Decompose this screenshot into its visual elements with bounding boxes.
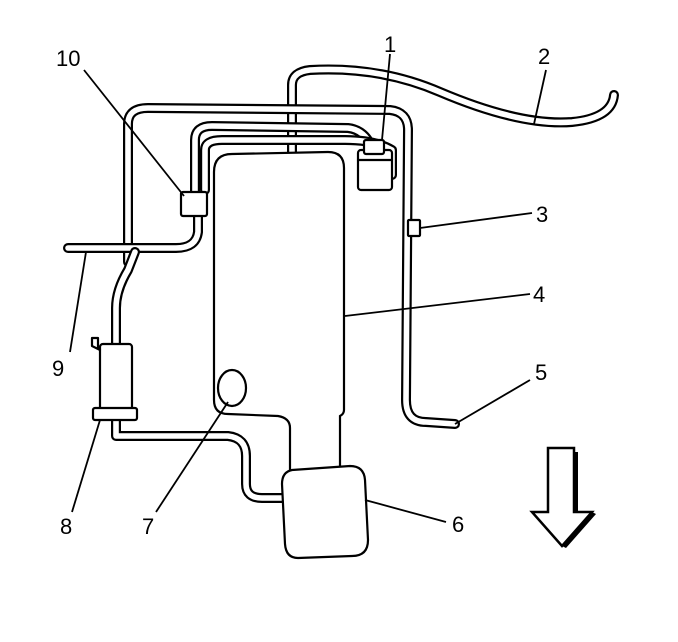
component-6 xyxy=(280,464,370,560)
leader-3 xyxy=(419,212,533,229)
leader-4 xyxy=(344,293,531,317)
component-8 xyxy=(90,336,139,422)
callout-3: 3 xyxy=(536,202,548,227)
leader-1 xyxy=(381,53,391,141)
vent-hose xyxy=(287,64,619,157)
callout-6: 6 xyxy=(452,512,464,537)
callout-10: 10 xyxy=(56,46,80,71)
callout-9: 9 xyxy=(52,356,64,381)
callout-2: 2 xyxy=(538,44,550,69)
component-10 xyxy=(179,190,209,218)
callout-1: 1 xyxy=(384,32,396,57)
hose-9 xyxy=(63,205,203,253)
component-3 xyxy=(406,218,422,238)
component-1 xyxy=(356,138,394,192)
bottom-hose xyxy=(111,413,290,503)
component-7 xyxy=(216,368,248,408)
callout-4: 4 xyxy=(533,282,545,307)
leader-10 xyxy=(83,69,185,197)
leader-5 xyxy=(454,379,531,425)
leader-9 xyxy=(69,251,87,353)
leader-7 xyxy=(155,401,229,513)
callout-8: 8 xyxy=(60,514,72,539)
fuel-tank xyxy=(212,150,346,482)
callout-labels: 1 2 3 4 5 6 7 8 9 10 xyxy=(52,32,550,539)
callout-7: 7 xyxy=(142,514,154,539)
outer-loop-hose xyxy=(123,103,460,429)
down-arrow-icon xyxy=(529,446,596,548)
canister-hose xyxy=(111,247,140,350)
leader-lines xyxy=(69,53,547,523)
callout-5: 5 xyxy=(535,360,547,385)
leader-2 xyxy=(533,69,547,125)
leader-6 xyxy=(364,499,447,523)
leader-8 xyxy=(71,419,101,513)
